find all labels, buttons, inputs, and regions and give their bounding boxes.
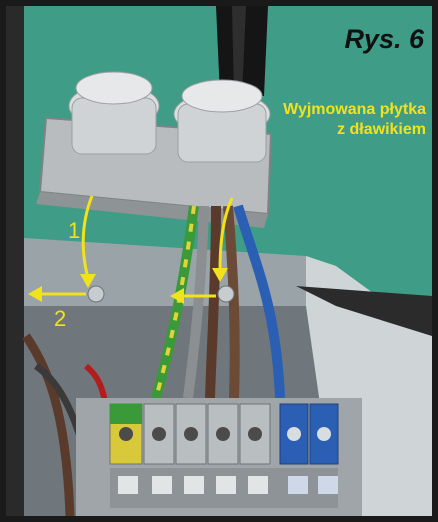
figure-caption: Wyjmowana płytka z dławikiem	[283, 101, 426, 138]
figure-title: Rys. 6	[344, 24, 424, 54]
electrical-terminal-photo	[6, 6, 432, 516]
step-marker-1: 1	[68, 218, 81, 243]
step-marker-2: 2	[54, 306, 67, 331]
terminal-blocks	[109, 403, 339, 508]
